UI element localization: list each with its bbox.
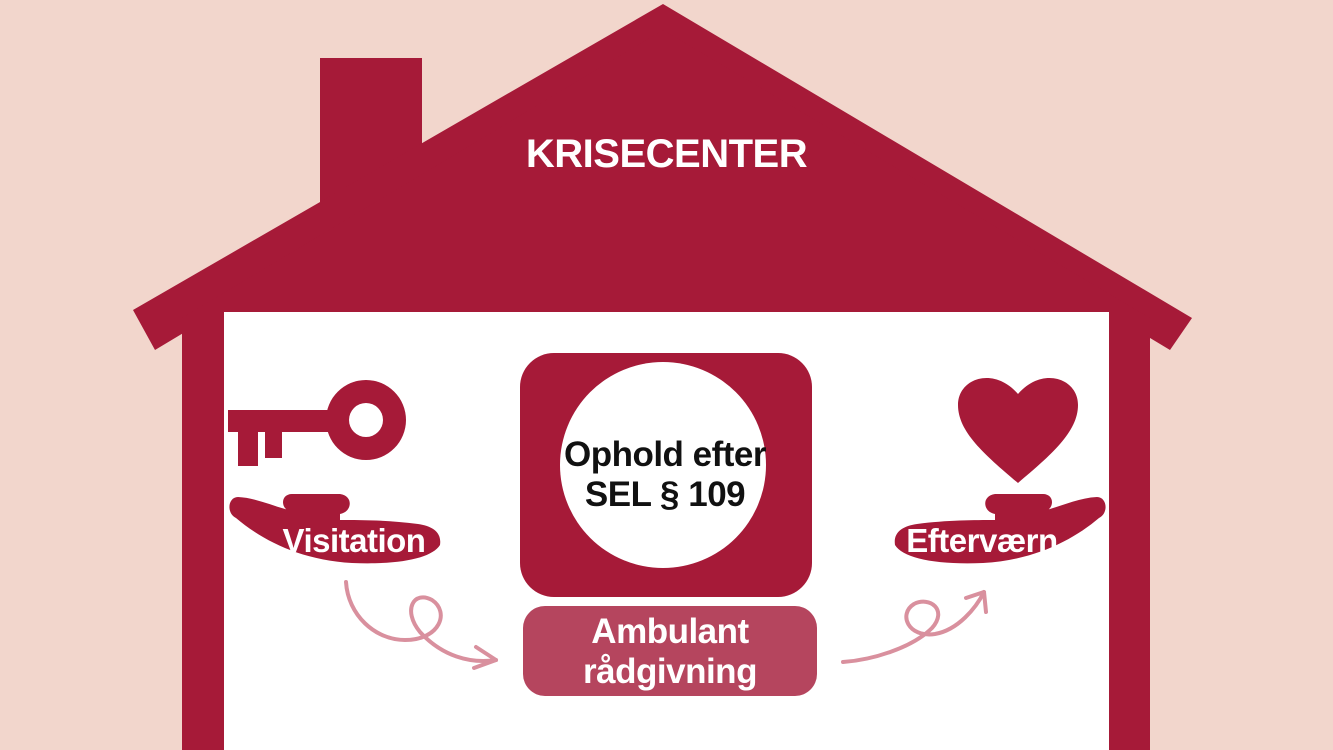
heart-icon xyxy=(958,378,1078,483)
ambulant-text-line-2: rådgivning xyxy=(583,652,757,691)
eftervaern-label: Efterværn xyxy=(906,522,1058,559)
key-icon xyxy=(228,380,406,466)
center-circle xyxy=(560,362,766,568)
center-text-line-2: SEL § 109 xyxy=(584,475,746,514)
open-hand-icon-right xyxy=(894,494,1106,564)
arrow-center-to-right xyxy=(841,590,988,664)
open-hand-icon-left xyxy=(229,494,441,564)
center-text-line-1: Ophold efter xyxy=(563,435,767,474)
diagram-title: KRISECENTER xyxy=(525,132,808,176)
center-box xyxy=(520,353,812,597)
visitation-label: Visitation xyxy=(282,522,426,559)
arrow-left-to-center xyxy=(344,580,498,670)
ambulant-text-line-1: Ambulant xyxy=(591,612,749,651)
ambulant-box xyxy=(523,606,817,696)
ambulant-text: Ambulant rådgivning xyxy=(523,612,817,692)
center-text: Ophold efter SEL § 109 xyxy=(540,435,790,515)
